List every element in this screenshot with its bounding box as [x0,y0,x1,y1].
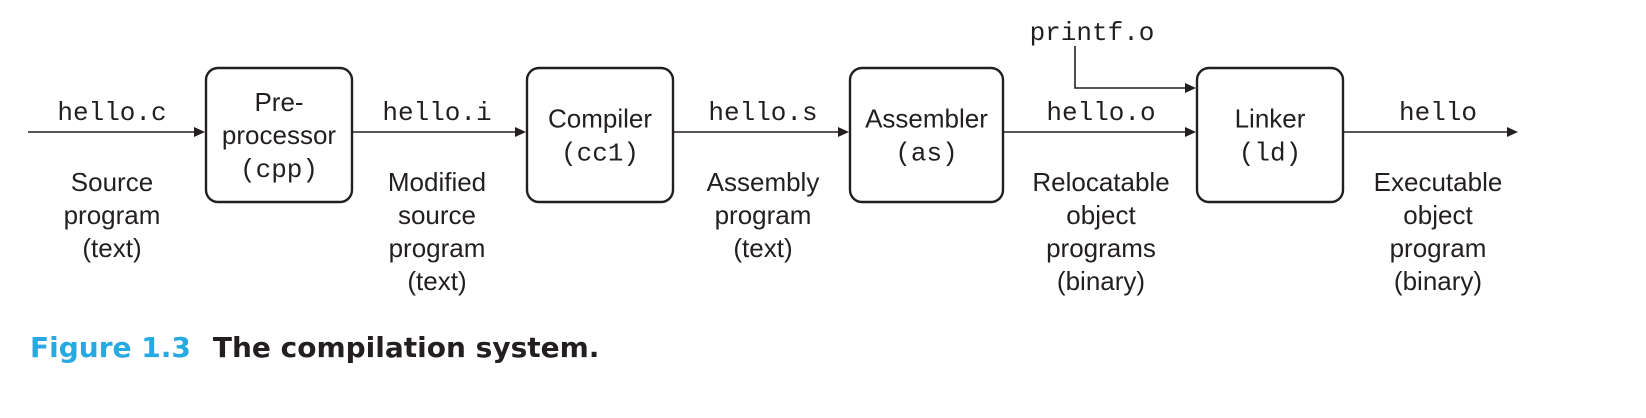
file-desc-hello-c: Source [71,167,153,197]
arrow-head-2 [515,127,526,137]
stage-box-ld [1195,66,1345,204]
file-desc-hello: Executable [1374,167,1503,197]
stage-box-cpp [204,66,354,204]
stage-program-as: (as) [895,139,957,169]
stage-name-cpp: processor [222,120,336,150]
stage-name-cpp: Pre- [254,87,303,117]
printf-arrow-head [1185,83,1196,93]
file-desc-hello-o: Relocatable [1032,167,1169,197]
figure-number: Figure 1.3 [30,331,191,364]
file-desc-hello-c: (text) [82,233,141,263]
file-desc-hello-i: Modified [388,167,486,197]
file-desc-hello: program [1390,233,1487,263]
stage-name-ld: Linker [1235,104,1306,134]
stage-program-ld: (ld) [1239,139,1301,169]
figure-title: The compilation system. [212,331,600,364]
file-desc-hello-i: program [389,233,486,263]
file-name-hello-c: hello.c [57,98,166,128]
file-desc-hello: object [1403,200,1473,230]
file-name-hello-i: hello.i [382,98,491,128]
file-name-hello-s: hello.s [708,98,817,128]
printf-o-label: printf.o [1030,18,1155,48]
arrow-head-1 [194,127,205,137]
printf-edge [1074,46,1188,89]
stage-name-cc1: Compiler [548,104,652,134]
file-desc-hello-s: (text) [733,233,792,263]
arrow-head-5 [1507,127,1518,137]
file-desc-hello-i: source [398,200,476,230]
file-desc-hello: (binary) [1394,266,1482,296]
file-desc-hello-i: (text) [407,266,466,296]
file-desc-hello-o: programs [1046,233,1156,263]
stage-box-as [848,66,1005,204]
stage-program-cc1: (cc1) [561,139,639,169]
file-name-hello: hello [1399,98,1477,128]
file-desc-hello-o: object [1066,200,1136,230]
file-desc-hello-s: Assembly [707,167,820,197]
file-desc-hello-o: (binary) [1057,266,1145,296]
arrow-head-4 [1185,127,1196,137]
figure-caption: Figure 1.3 The compilation system. [30,331,599,364]
stage-name-as: Assembler [865,104,988,134]
stage-box-cc1 [525,66,675,204]
file-desc-hello-c: program [64,200,161,230]
file-desc-hello-s: program [715,200,812,230]
file-name-hello-o: hello.o [1046,98,1155,128]
stage-program-cpp: (cpp) [240,155,318,185]
arrow-head-3 [838,127,849,137]
